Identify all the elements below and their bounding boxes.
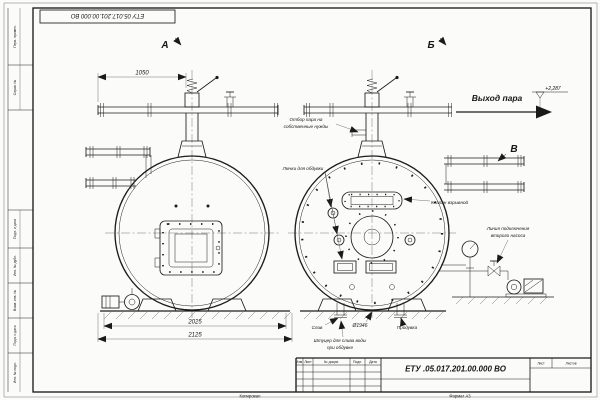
titleblock-sheet-label: Лист	[537, 362, 545, 366]
callout-otbor-line1: Отбор пара на	[290, 117, 323, 122]
titleblock-col-doc: № докум.	[324, 360, 339, 364]
boiler-front-shell	[114, 155, 270, 311]
titleblock-sheets-label: Листов	[565, 362, 576, 366]
format-note: Формат А3	[449, 394, 471, 399]
elevation-mark: +2,287	[532, 86, 568, 107]
view-a-label: А	[160, 40, 168, 51]
steam-outlet-arrow-icon	[536, 105, 552, 119]
dim-1050-text: 1050	[135, 71, 149, 77]
callout-shtucer-line1: Штуцер для слива воды	[314, 338, 367, 343]
dimension-2025: 2025	[103, 313, 287, 330]
foundation-b	[300, 298, 446, 320]
callout-produvka: Продувка	[397, 325, 418, 330]
drain-stub	[334, 303, 347, 318]
copied-note: Копировал	[240, 394, 262, 399]
callout-lyuchki: Лючки для обдувки	[282, 166, 324, 171]
pressure-gauge	[441, 240, 479, 297]
callout-otbor-line2: собственные нужды	[284, 124, 329, 129]
shutoff-valve	[439, 260, 509, 280]
frame-field-podp2: Подп. и дата	[13, 325, 17, 345]
titleblock-doc-number: ЕТУ .05.017.201.00.000 ВО	[405, 365, 507, 374]
manhole-center	[345, 210, 399, 264]
safety-valve-a	[184, 75, 219, 108]
callout-sliv: Слив	[312, 325, 323, 330]
stamp-doc-number: ЕТУ 05.017.201.00.000 ВО	[70, 12, 144, 18]
view-b: Б	[282, 36, 568, 350]
door-hinge-bottom	[154, 257, 161, 268]
sheet-frame: Перв. примен. Справ. № Подп. и дата Инв.…	[3, 2, 598, 398]
safety-valve-b	[364, 75, 399, 108]
frame-field-perv: Перв. примен.	[13, 25, 17, 48]
callouts: Отбор пара на собственные нужды Лючки дл…	[282, 117, 530, 350]
steam-pipe-assembly-a	[97, 75, 279, 158]
frame-field-podp1: Подп. и дата	[13, 219, 17, 239]
view-b-label: Б	[427, 40, 434, 51]
view-v-arrow-icon	[497, 153, 507, 162]
vent-valve-a	[224, 91, 236, 107]
dim-1946-text: Ø1946	[351, 323, 367, 329]
dim-2125-text: 2125	[187, 333, 202, 339]
titleblock-col-data: Дата	[369, 360, 377, 364]
dimension-1050: 1050	[97, 71, 187, 102]
frame-field-inv-dubl: Инв. № дубл.	[13, 255, 17, 276]
titleblock-col-izm: Изм.	[296, 360, 303, 364]
boiler-rear-shell	[294, 155, 450, 311]
frame-field-inv-podl: Инв. № подл.	[13, 362, 17, 383]
explosion-valve-port	[341, 191, 403, 210]
view-b-arrow-icon	[438, 36, 447, 46]
frame-field-vzam: Взам. инв. №	[13, 290, 17, 311]
titleblock-col-podp: Подп.	[353, 360, 362, 364]
door-hinge-top	[154, 228, 161, 239]
dim-2025-text: 2025	[187, 320, 202, 326]
stamp-box	[39, 9, 176, 24]
view-a: А	[85, 36, 293, 343]
steam-pipe-assembly-b	[303, 75, 452, 158]
level-columns-right: В	[444, 144, 525, 193]
callout-shtucer-line2: при обдувке	[327, 345, 353, 350]
callout-liniya-line1: Линия подключения	[486, 226, 530, 231]
callout-klapan: Клапан взрывной	[431, 199, 469, 205]
vent-valve-b	[404, 91, 416, 107]
view-a-arrow-icon	[173, 36, 182, 46]
steam-outlet-label: Выход пара	[472, 93, 523, 103]
frame-field-sprav: Справ. №	[13, 79, 17, 95]
title-block: Изм. Лист № докум. Подп. Дата ЕТУ .05.01…	[295, 357, 591, 392]
door-handle	[215, 245, 221, 251]
dimension-2125: 2125	[97, 313, 293, 343]
callout-liniya-line2: второго насоса	[491, 233, 526, 238]
blow-hatches	[327, 207, 416, 290]
level-columns-left	[85, 146, 152, 189]
view-v-label: В	[510, 144, 517, 155]
elevation-value: +2,287	[545, 86, 561, 92]
titleblock-col-list: Лист	[304, 360, 312, 364]
feed-pump	[101, 288, 140, 310]
foundation-a	[100, 298, 292, 320]
second-pump	[452, 278, 554, 305]
furnace-door	[154, 204, 223, 276]
steam-outlet: Выход пара +2,287	[456, 86, 568, 119]
